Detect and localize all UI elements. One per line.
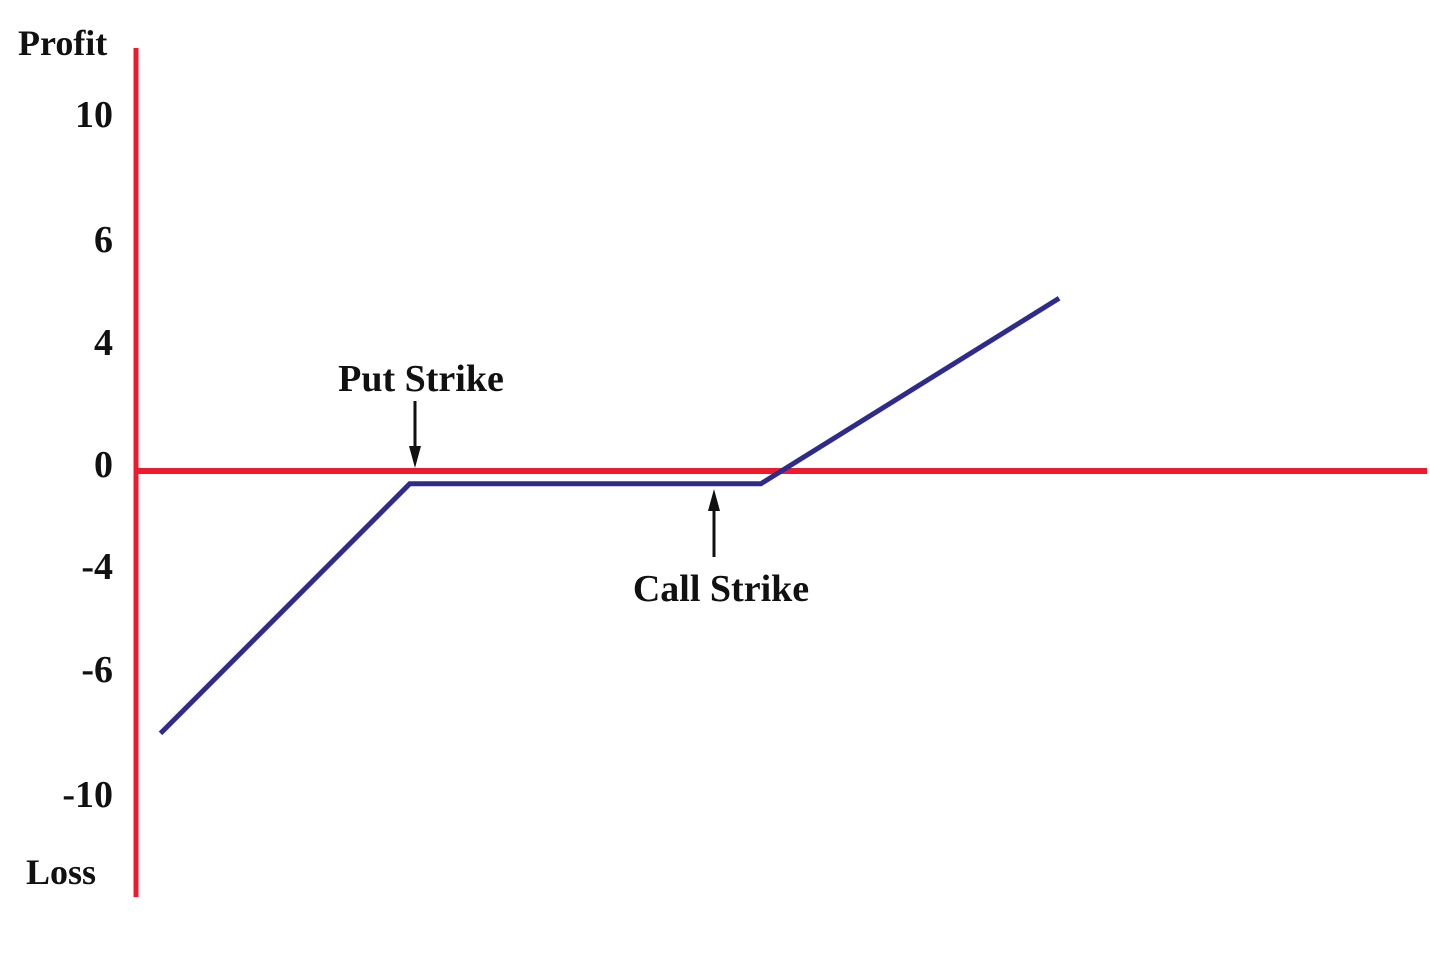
y-tick-label: 4 xyxy=(94,322,113,364)
y-tick-label: -4 xyxy=(81,546,113,588)
y-tick-label: 6 xyxy=(94,219,113,261)
profit-axis-label: Profit xyxy=(18,23,108,63)
call-strike-annotation-label: Call Strike xyxy=(632,568,810,610)
put-strike-arrowhead-icon xyxy=(409,446,421,468)
y-tick-label: 0 xyxy=(94,444,113,486)
y-tick-label: 10 xyxy=(75,94,113,136)
y-tick-label: -10 xyxy=(62,774,113,816)
loss-axis-label: Loss xyxy=(26,852,97,892)
put-strike-annotation-label: Put Strike xyxy=(338,358,504,400)
call-strike-arrowhead-icon xyxy=(708,489,720,511)
y-tick-label: -6 xyxy=(81,649,113,691)
payoff-line xyxy=(158,296,1061,736)
